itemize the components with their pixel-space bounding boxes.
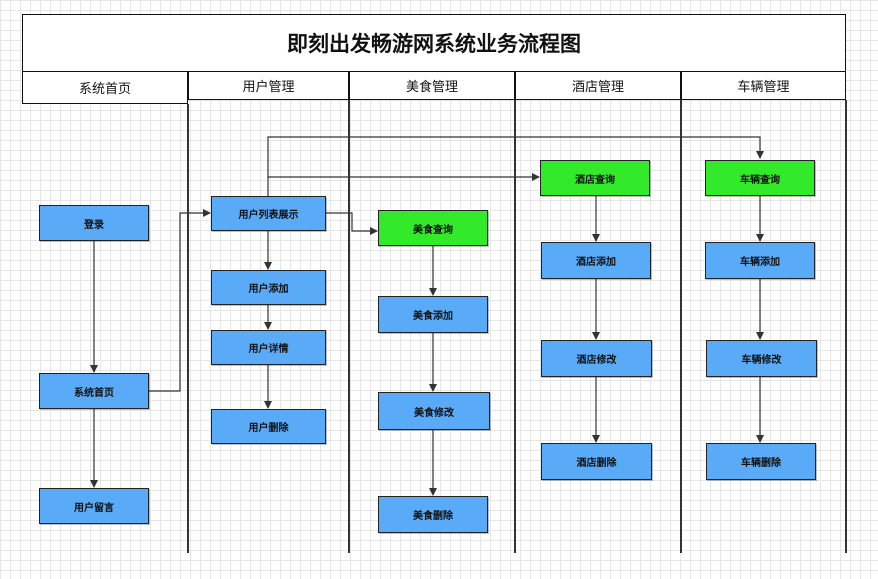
- node-food-delete: 美食删除: [378, 496, 488, 533]
- lane-divider: [187, 104, 189, 553]
- node-car-add: 车辆添加: [705, 242, 815, 279]
- node-user-add: 用户添加: [211, 270, 326, 305]
- lane-divider: [680, 100, 682, 553]
- node-login: 登录: [39, 205, 149, 241]
- node-car-edit: 车辆修改: [706, 340, 817, 377]
- node-user-list: 用户列表展示: [211, 196, 326, 231]
- node-food-edit: 美食修改: [378, 392, 490, 430]
- node-food-query: 美食查询: [378, 210, 488, 246]
- node-hotel-query: 酒店查询: [540, 160, 650, 196]
- node-food-add: 美食添加: [378, 296, 488, 333]
- edge-userlist-carquery: [267, 136, 764, 177]
- edge-userlist-hotelquery: [267, 173, 540, 196]
- node-car-delete: 车辆删除: [706, 443, 816, 480]
- node-hotel-add: 酒店添加: [541, 242, 651, 279]
- node-user-delete: 用户删除: [211, 409, 326, 444]
- node-car-query: 车辆查询: [705, 160, 815, 196]
- node-user-message: 用户留言: [39, 488, 149, 524]
- node-hotel-delete: 酒店删除: [541, 443, 652, 480]
- edge-userlist-foodquery: [326, 212, 378, 235]
- node-hotel-edit: 酒店修改: [541, 340, 652, 377]
- lane-header-user: 用户管理: [188, 72, 349, 100]
- lane-header-hotel: 酒店管理: [515, 72, 681, 100]
- lane-header-car: 车辆管理: [681, 72, 846, 100]
- lane-header-food: 美食管理: [349, 72, 515, 100]
- lane-divider: [514, 100, 516, 553]
- node-user-detail: 用户详情: [211, 330, 326, 365]
- lane-divider: [348, 100, 350, 553]
- node-system-home: 系统首页: [39, 373, 149, 409]
- diagram-title: 即刻出发畅游网系统业务流程图: [22, 14, 846, 72]
- lane-divider: [845, 100, 847, 553]
- edge-home-userlist: [149, 209, 211, 392]
- lane-header-home: 系统首页: [22, 72, 188, 104]
